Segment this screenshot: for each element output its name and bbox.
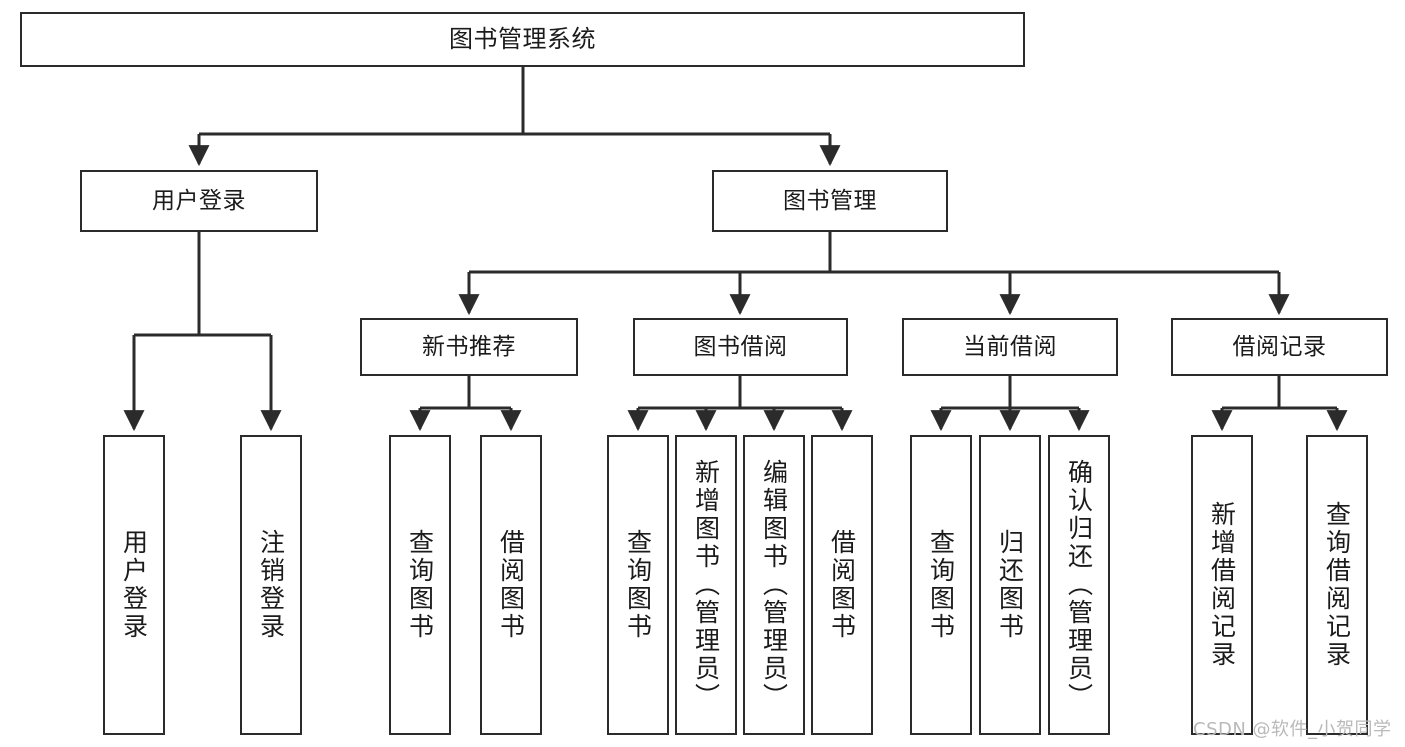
node-label: 图书借阅 xyxy=(693,333,788,360)
node-label: 编辑图书（管理员） xyxy=(759,459,789,711)
node-label: 新增图书（管理员） xyxy=(691,459,721,711)
leaf-return-book[interactable]: 归还图书 xyxy=(979,435,1041,735)
leaf-add-book-admin[interactable]: 新增图书（管理员） xyxy=(675,435,737,735)
leaf-borrow-book[interactable]: 借阅图书 xyxy=(811,435,873,735)
node-label: 确认归还（管理员） xyxy=(1064,459,1094,711)
leaf-user-login[interactable]: 用户登录 xyxy=(103,435,165,735)
node-label: 查询图书 xyxy=(926,529,956,641)
leaf-add-borrow-record[interactable]: 新增借阅记录 xyxy=(1191,435,1253,735)
node-label: 当前借阅 xyxy=(963,333,1057,360)
leaf-query-borrow-record[interactable]: 查询借阅记录 xyxy=(1306,435,1368,735)
leaf-edit-book-admin[interactable]: 编辑图书（管理员） xyxy=(743,435,805,735)
node-label: 注销登录 xyxy=(256,529,286,641)
node-user-login[interactable]: 用户登录 xyxy=(80,170,318,232)
node-label: 查询借阅记录 xyxy=(1322,501,1352,669)
node-label: 用户登录 xyxy=(119,529,149,641)
leaf-logout[interactable]: 注销登录 xyxy=(240,435,302,735)
node-label: 新书推荐 xyxy=(422,333,516,360)
node-label: 归还图书 xyxy=(995,529,1025,641)
node-label: 图书管理系统 xyxy=(449,24,596,53)
node-borrow-records[interactable]: 借阅记录 xyxy=(1171,318,1388,376)
node-label: 借阅图书 xyxy=(827,529,857,641)
node-label: 新增借阅记录 xyxy=(1207,501,1237,669)
node-root-system[interactable]: 图书管理系统 xyxy=(20,12,1025,67)
node-label: 查询图书 xyxy=(405,529,435,641)
node-book-borrow[interactable]: 图书借阅 xyxy=(633,318,848,376)
leaf-query-book-borrow[interactable]: 查询图书 xyxy=(607,435,669,735)
node-new-book-recommend[interactable]: 新书推荐 xyxy=(360,318,578,376)
node-label: 借阅记录 xyxy=(1232,333,1327,360)
node-label: 借阅图书 xyxy=(496,529,526,641)
node-current-borrow[interactable]: 当前借阅 xyxy=(902,318,1118,376)
node-label: 用户登录 xyxy=(152,187,246,214)
node-book-management[interactable]: 图书管理 xyxy=(712,170,948,232)
node-label: 图书管理 xyxy=(783,187,877,214)
csdn-watermark: CSDN @软件_小贺同学 xyxy=(1193,719,1392,740)
node-label: 查询图书 xyxy=(623,529,653,641)
leaf-confirm-return-admin[interactable]: 确认归还（管理员） xyxy=(1048,435,1110,735)
leaf-borrow-book-recommend[interactable]: 借阅图书 xyxy=(480,435,542,735)
leaf-query-book-current[interactable]: 查询图书 xyxy=(910,435,972,735)
leaf-query-book-recommend[interactable]: 查询图书 xyxy=(389,435,451,735)
